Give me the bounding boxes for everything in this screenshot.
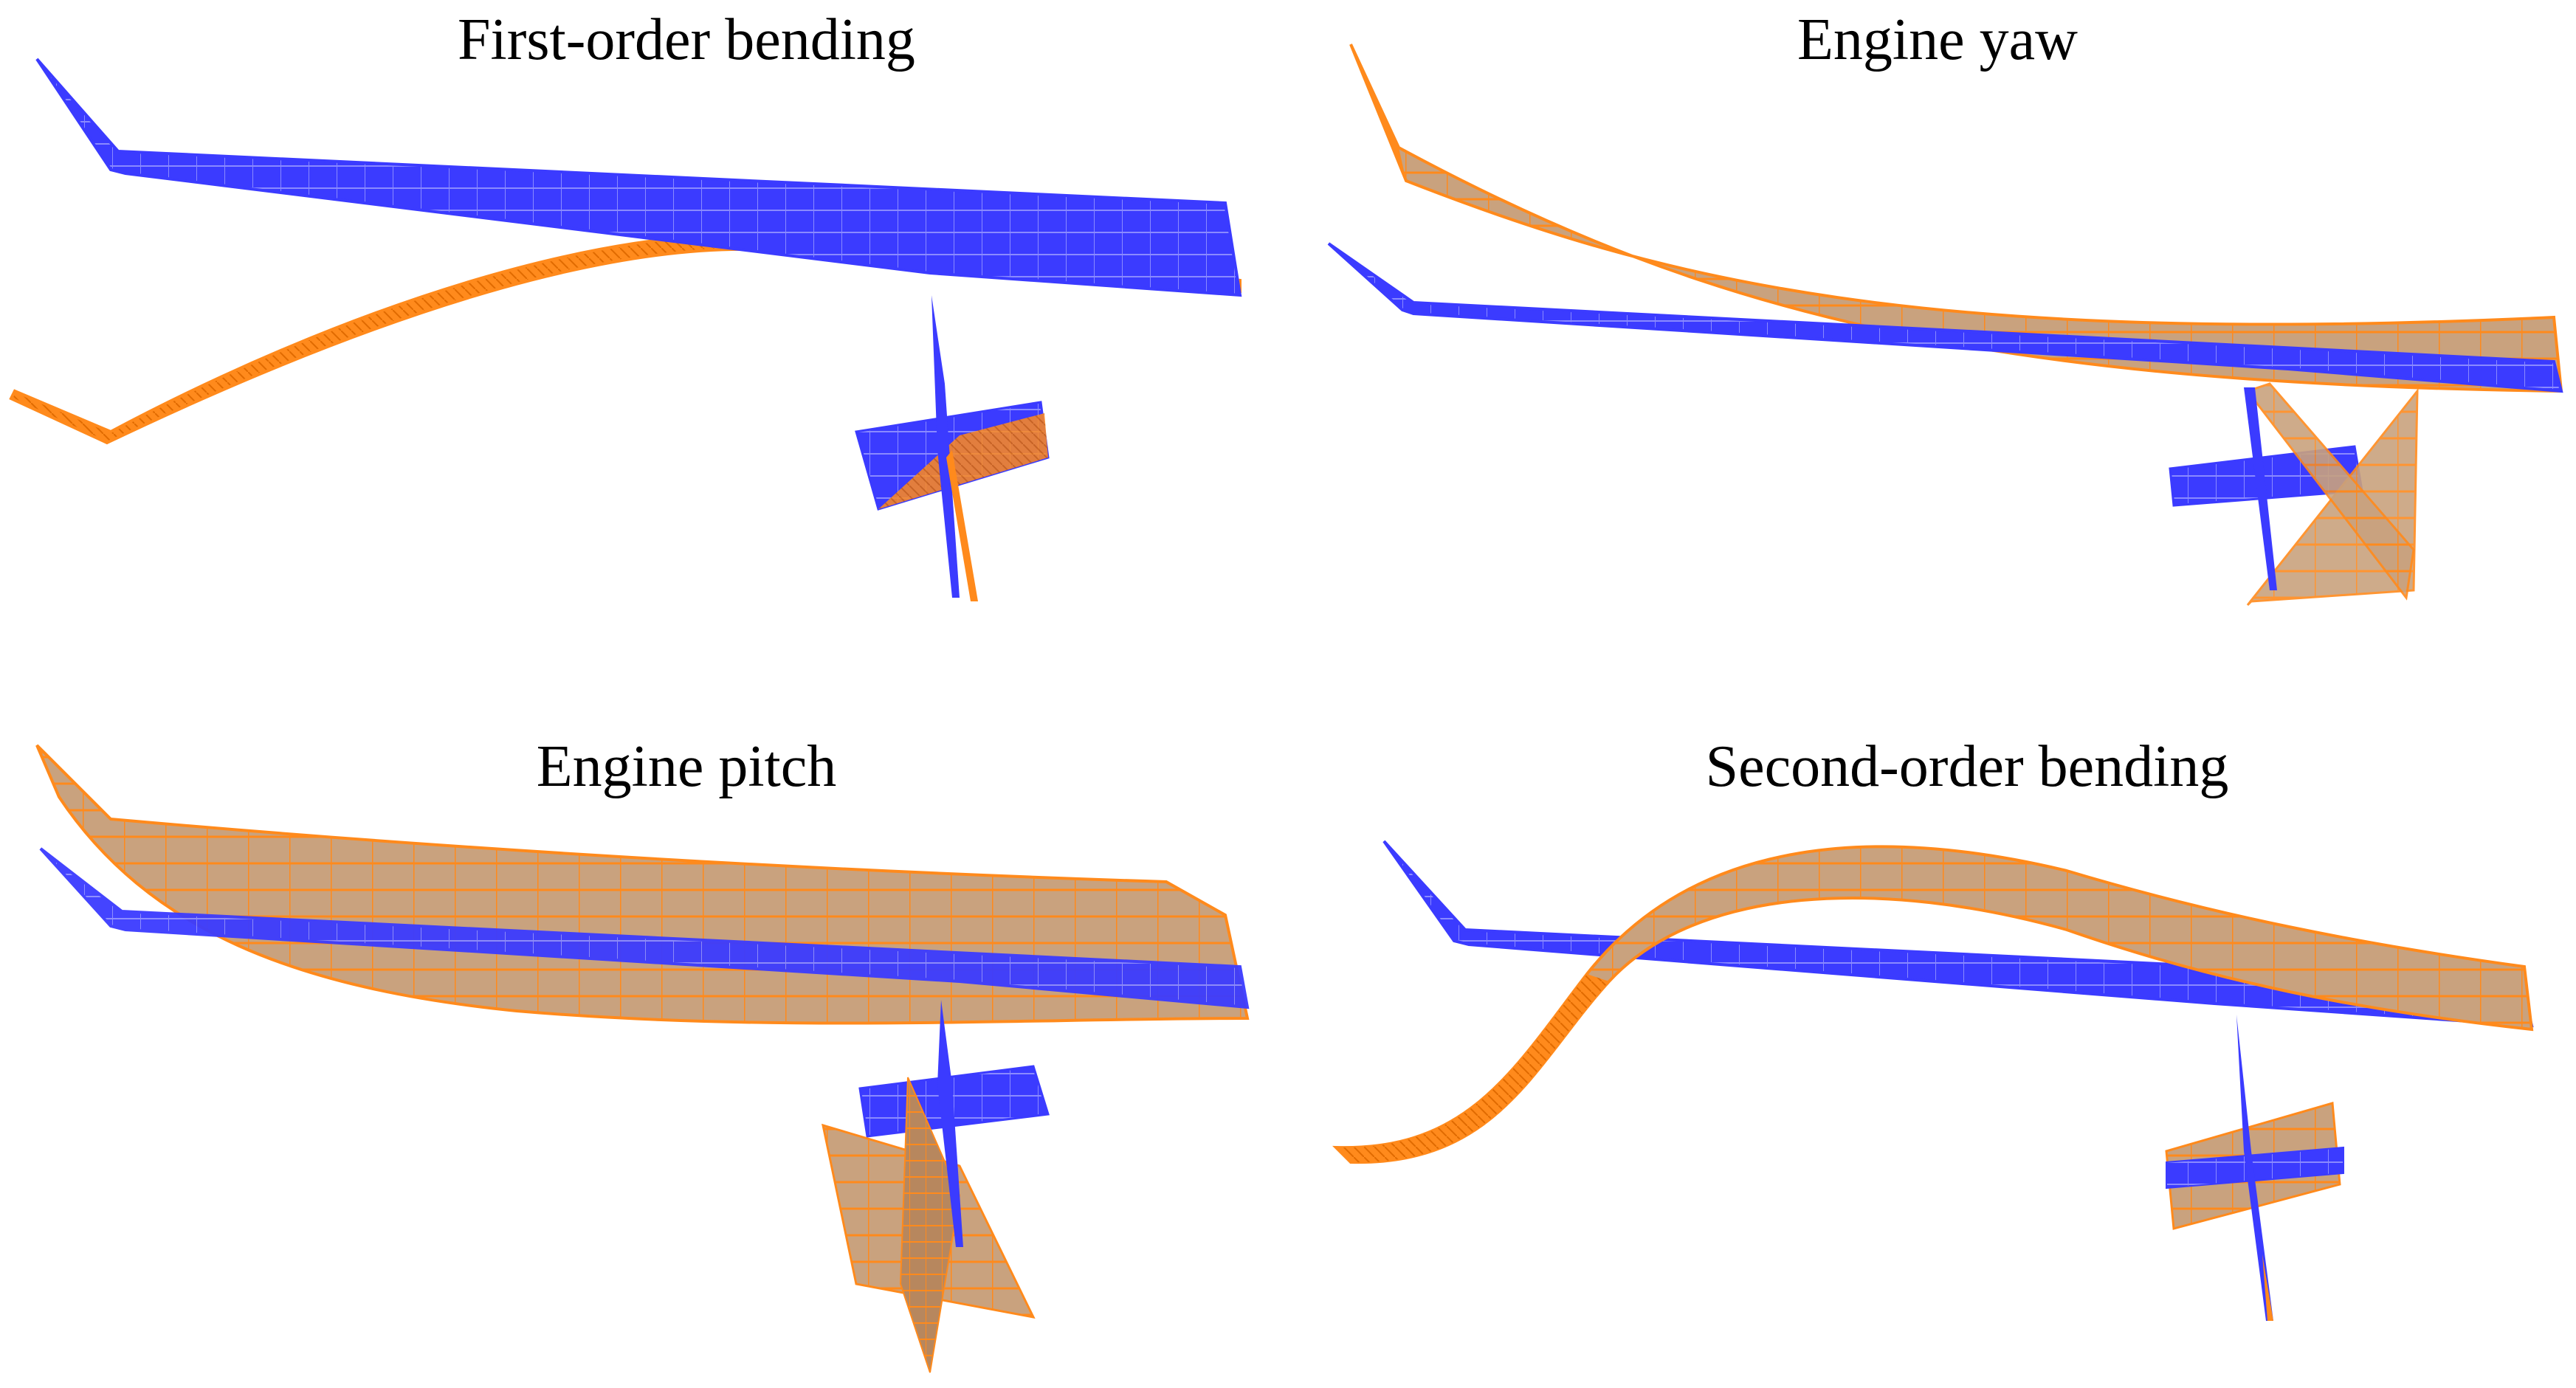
tail-second-order [2165, 1015, 2344, 1321]
panel-title-second-order-bending: Second-order bending [1706, 734, 2229, 799]
panel-engine-yaw: Engine yaw [1327, 7, 2563, 607]
panel-first-order-bending: First-order bending [9, 7, 1242, 601]
deformed-wing-second-order [1332, 845, 2534, 1164]
panel-title-first-order-bending: First-order bending [458, 7, 915, 72]
undeformed-wing-engine-yaw [1327, 242, 2563, 393]
tail-engine-yaw [2169, 382, 2419, 607]
panel-title-engine-yaw: Engine yaw [1797, 7, 2078, 72]
tail-first-order [855, 295, 1050, 601]
deformed-wing-first-order [9, 232, 1241, 445]
panel-second-order-bending: Second-order bending [1332, 734, 2534, 1321]
panel-title-engine-pitch: Engine pitch [537, 734, 837, 799]
undeformed-wing-engine-pitch [39, 847, 1250, 1009]
tail-engine-pitch [822, 1000, 1050, 1373]
undeformed-wing-first-order [35, 58, 1242, 297]
panel-engine-pitch: Engine pitch [35, 734, 1250, 1373]
